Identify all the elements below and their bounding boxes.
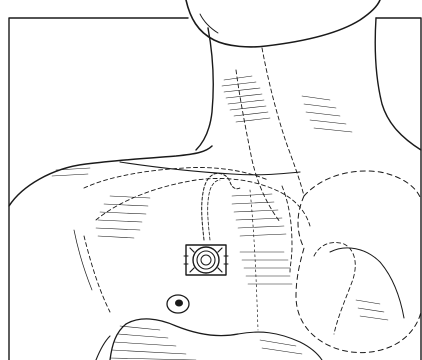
heart-solid-edge [330, 248, 404, 318]
vein-dashed-line-svc [282, 186, 292, 272]
chest-outline [110, 319, 238, 360]
neck-outline-left [196, 28, 213, 150]
neck-outline-right [375, 18, 421, 150]
heart-inner-chamber [314, 243, 355, 335]
vein-dashed-line-jugular [236, 70, 280, 222]
clavicle-outline [120, 162, 300, 175]
shoulder-outline-left [9, 146, 212, 206]
chest-lower-contour [96, 336, 110, 360]
catheter-path-parallel [208, 180, 220, 240]
vein-dashed-line-axilla [84, 236, 110, 312]
vein-dashed-line-upper [84, 168, 268, 189]
heart-outline [296, 171, 421, 353]
hatching-neck [222, 76, 352, 132]
port-device [184, 245, 228, 275]
axilla-contour [74, 230, 92, 290]
head-outline [186, 0, 380, 47]
ribcage-lower [238, 332, 322, 360]
figure-frame [9, 18, 421, 360]
nipple [167, 295, 189, 313]
hatching-chest [52, 168, 388, 360]
